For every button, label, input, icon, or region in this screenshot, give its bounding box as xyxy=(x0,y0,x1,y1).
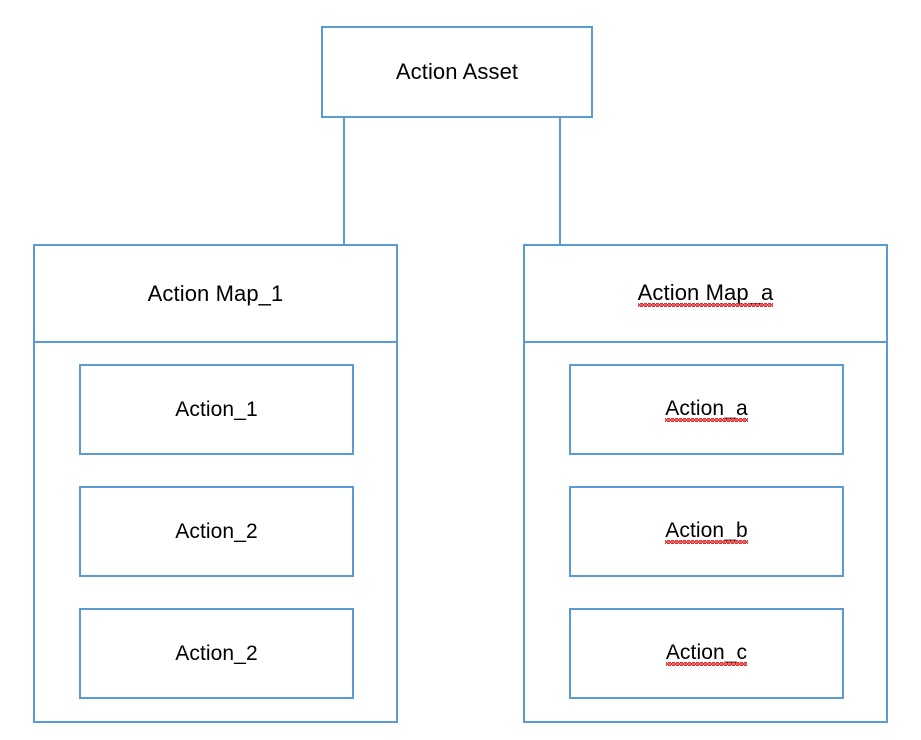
connector-asset-to-map-1 xyxy=(343,118,345,245)
container-action-map-1[interactable]: Action Map_1 Action_1 Action_2 Action_2 xyxy=(33,244,398,723)
action-item-1-1-label: Action_1 xyxy=(175,398,258,421)
container-action-map-1-header: Action Map_1 xyxy=(35,246,396,343)
container-action-map-a-title: Action Map_a xyxy=(637,279,774,307)
action-item-1-2[interactable]: Action_2 xyxy=(79,486,354,577)
action-item-1-3-label: Action_2 xyxy=(175,642,258,665)
action-item-1-2-label: Action_2 xyxy=(175,520,258,543)
action-item-a-2-label: Action_b xyxy=(665,519,748,544)
action-item-1-1[interactable]: Action_1 xyxy=(79,364,354,455)
action-item-a-1[interactable]: Action_a xyxy=(569,364,844,455)
connector-asset-to-map-a xyxy=(559,118,561,245)
action-item-1-3[interactable]: Action_2 xyxy=(79,608,354,699)
action-item-a-2[interactable]: Action_b xyxy=(569,486,844,577)
node-action-asset[interactable]: Action Asset xyxy=(321,26,593,118)
container-action-map-a-header: Action Map_a xyxy=(525,246,886,343)
action-item-a-3[interactable]: Action_c xyxy=(569,608,844,699)
container-action-map-1-title: Action Map_1 xyxy=(147,280,284,306)
container-action-map-1-body: Action_1 Action_2 Action_2 xyxy=(35,343,396,721)
action-item-a-3-label: Action_c xyxy=(665,641,748,666)
container-action-map-a-body: Action_a Action_b Action_c xyxy=(525,343,886,721)
action-item-a-1-label: Action_a xyxy=(665,397,748,422)
container-action-map-a[interactable]: Action Map_a Action_a Action_b Action_c xyxy=(523,244,888,723)
node-action-asset-label: Action Asset xyxy=(395,59,519,84)
